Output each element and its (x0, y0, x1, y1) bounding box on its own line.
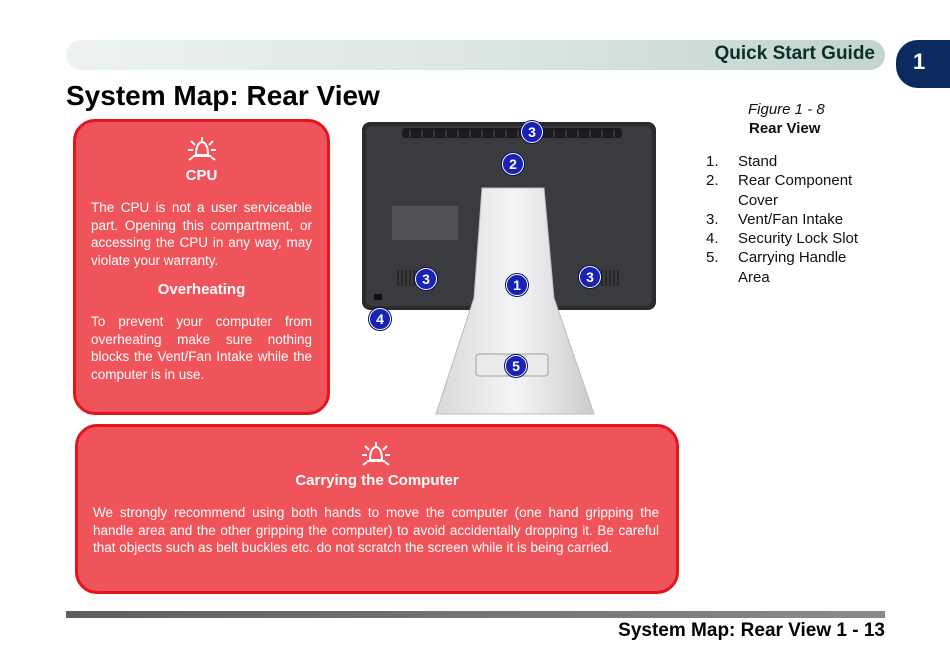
legend-item: 5. Carrying Handle Area (706, 248, 881, 287)
legend-label: Stand (738, 153, 778, 170)
product-label (392, 206, 458, 240)
figure-legend: 1. Stand 2. Rear Component Cover 3. Vent/Fa… (706, 152, 881, 287)
legend-number: 1. (706, 153, 719, 170)
callout-lock-slot: 4 (369, 308, 391, 330)
callout-stand: 1 (506, 274, 528, 296)
legend-number: 4. (706, 230, 719, 248)
legend-number: 2. (706, 172, 719, 190)
overheating-text: To prevent your computer from overheatin… (91, 314, 312, 382)
legend-label: Carrying Handle Area (738, 249, 847, 286)
legend-item: 4. Security Lock Slot (706, 229, 881, 248)
warning-bell-icon (362, 442, 390, 466)
legend-label: Security Lock Slot (738, 230, 859, 248)
top-vent (402, 128, 622, 138)
callout-vent-left: 3 (415, 268, 437, 290)
figure-title: Rear View (749, 120, 821, 137)
legend-item: 3. Vent/Fan Intake (706, 210, 881, 229)
rear-view-photo (362, 118, 658, 418)
legend-number: 3. (706, 210, 719, 228)
callout-vent-right: 3 (579, 266, 601, 288)
footer-page-label: System Map: Rear View 1 - 13 (618, 620, 885, 641)
legend-number: 5. (706, 249, 719, 267)
header-bar: Quick Start Guide (66, 40, 885, 70)
chapter-number: 1 (913, 49, 926, 74)
callout-vent-top: 3 (521, 121, 543, 143)
overheating-heading: Overheating (157, 281, 246, 298)
header-title: Quick Start Guide (714, 43, 875, 64)
figure-number: Figure 1 - 8 (748, 101, 825, 118)
chapter-tab: 1 (896, 40, 950, 88)
legend-item: 1. Stand (706, 152, 881, 171)
legend-label: Rear Component Cover (738, 172, 853, 209)
cpu-warning-box: CPU The CPU is not a user serviceable pa… (73, 119, 330, 415)
carrying-heading: Carrying the Computer (295, 472, 459, 489)
computer-rear-illustration (362, 122, 656, 415)
page-title: System Map: Rear View (66, 80, 380, 111)
callout-handle: 5 (505, 355, 527, 377)
legend-item: 2. Rear Component Cover (706, 171, 881, 210)
carrying-text: We strongly recommend using both hands t… (93, 505, 659, 555)
cpu-heading: CPU (185, 167, 218, 184)
warning-bell-icon (188, 137, 216, 161)
legend-label: Vent/Fan Intake (738, 210, 844, 228)
footer-bar (66, 611, 885, 618)
carrying-warning-box: Carrying the Computer We strongly recomm… (75, 424, 679, 594)
callout-rear-cover: 2 (502, 153, 524, 175)
security-lock-slot (374, 294, 382, 300)
cpu-text: The CPU is not a user serviceable part. … (91, 200, 312, 268)
